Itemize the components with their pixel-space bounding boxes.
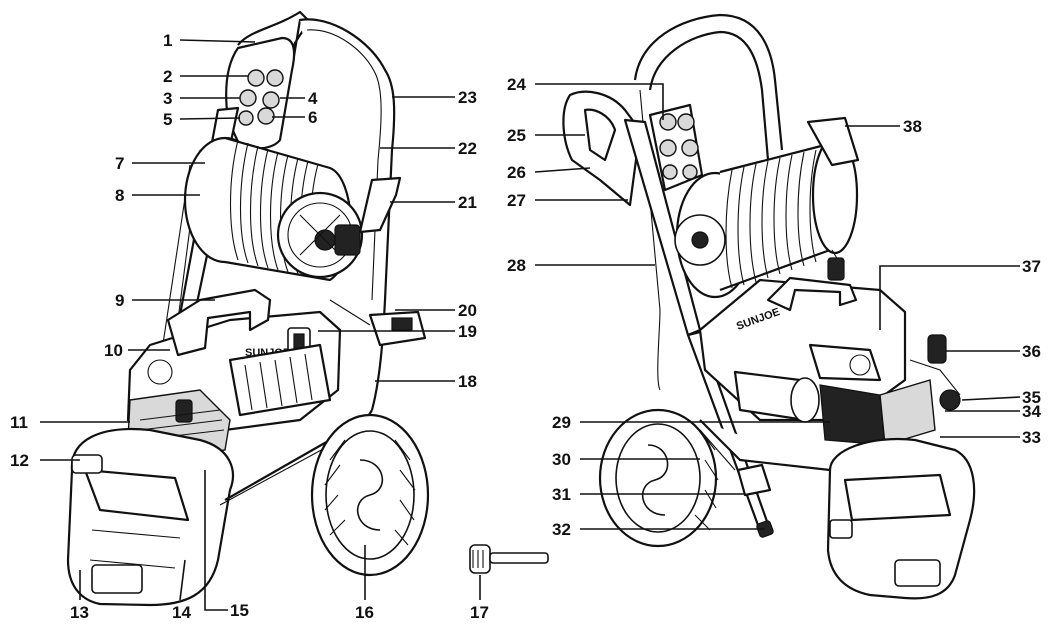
wand-bracket	[736, 463, 772, 497]
callout-9: 9	[115, 291, 124, 310]
callout-26: 26	[507, 163, 526, 182]
callout-numbers: 1 2 3 4 5 6 7 8 9 10 11 12 13 14 15 16 1…	[10, 31, 1041, 622]
pressure-washer-rear-view: SUNJOE	[562, 13, 976, 600]
callout-4: 4	[308, 89, 318, 108]
callout-13: 13	[70, 603, 89, 622]
pressure-washer-front-view: SUNJOE	[66, 10, 430, 607]
callout-23: 23	[458, 88, 477, 107]
carry-handle	[166, 288, 272, 357]
wheel-rear	[598, 408, 719, 548]
callout-10: 10	[104, 341, 123, 360]
pump-assembly-rear	[819, 334, 961, 446]
reel-crank-handle	[358, 176, 402, 234]
callout-35: 35	[1022, 388, 1041, 407]
callout-27: 27	[507, 191, 526, 210]
callout-12: 12	[10, 451, 29, 470]
quick-connect-nozzles	[238, 69, 284, 126]
callout-33: 33	[1022, 428, 1041, 447]
callout-17: 17	[470, 603, 489, 622]
callout-28: 28	[507, 256, 526, 275]
callout-8: 8	[115, 186, 124, 205]
callout-16: 16	[355, 603, 374, 622]
callout-36: 36	[1022, 342, 1041, 361]
callout-22: 22	[458, 139, 477, 158]
callout-31: 31	[552, 485, 571, 504]
hose-reel-rear	[674, 135, 859, 299]
callout-7: 7	[115, 154, 124, 173]
callout-29: 29	[552, 413, 571, 432]
callout-15: 15	[230, 601, 249, 620]
soap-nozzle-part	[469, 544, 549, 574]
callout-5: 5	[163, 110, 172, 129]
callout-20: 20	[458, 301, 477, 320]
callout-34: 34	[1022, 402, 1041, 421]
callout-18: 18	[458, 372, 477, 391]
callout-25: 25	[507, 126, 526, 145]
callout-30: 30	[552, 450, 571, 469]
quick-connect-nozzles-rear	[648, 103, 704, 192]
callout-14: 14	[172, 603, 191, 622]
callout-6: 6	[308, 108, 317, 127]
callout-19: 19	[458, 322, 477, 341]
callout-1: 1	[163, 31, 172, 50]
hose-reel	[183, 136, 364, 282]
callout-3: 3	[163, 89, 172, 108]
callout-32: 32	[552, 520, 571, 539]
wheel	[310, 413, 430, 577]
callout-21: 21	[458, 193, 477, 212]
callout-24: 24	[507, 75, 526, 94]
callout-37: 37	[1022, 257, 1041, 276]
leader-lines	[40, 39, 1021, 611]
callout-11: 11	[10, 413, 28, 432]
hose-connector	[827, 257, 845, 281]
callout-2: 2	[163, 67, 172, 86]
carry-handle-rear	[766, 276, 858, 312]
callout-38: 38	[903, 117, 922, 136]
reel-crank-rear	[806, 116, 860, 167]
